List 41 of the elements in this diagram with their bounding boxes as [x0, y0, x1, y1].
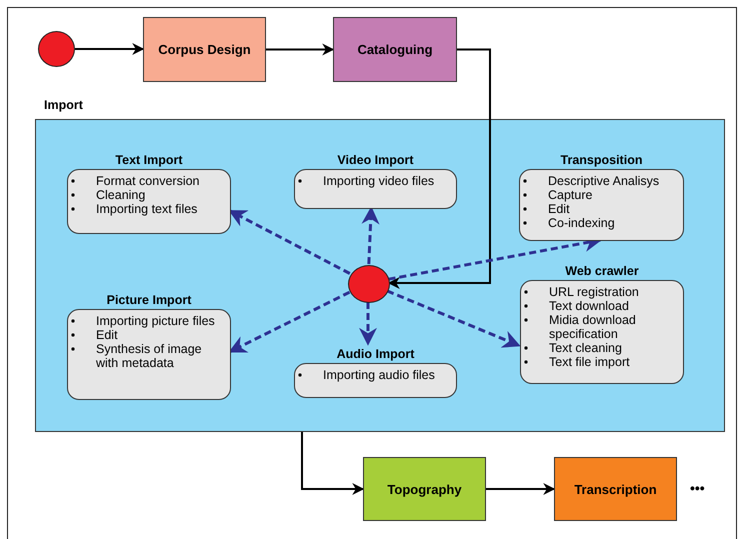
list-item: Format conversion [96, 174, 200, 188]
list-item: Text cleaning [549, 341, 622, 355]
process-box: Cataloguing [333, 17, 457, 82]
list-item: Text download [549, 299, 629, 313]
list-item: Importing video files [323, 174, 434, 188]
arrow [388, 48, 491, 289]
circle-node [348, 265, 390, 303]
process-box: Corpus Design [143, 17, 266, 82]
process-box: Topography [363, 457, 486, 521]
arrow [386, 290, 521, 348]
card-heading: Picture Import [106, 293, 192, 307]
list-item: Importing picture files [96, 314, 215, 328]
list-item: Edit [96, 328, 118, 342]
list-item: Edit [548, 202, 570, 216]
card-heading: Transposition [560, 153, 644, 167]
card-heading: Video Import [336, 153, 415, 167]
arrow [266, 44, 334, 56]
arrow [358, 302, 377, 346]
arrow [228, 210, 350, 275]
arrow [75, 43, 144, 55]
ellipsis: ••• [690, 480, 705, 496]
arrow [301, 432, 364, 495]
circle-node [38, 31, 75, 67]
process-box: Transcription [554, 457, 677, 521]
list-item: Capture [548, 188, 592, 202]
card-heading: Text Import [114, 153, 184, 167]
list-item: Cleaning [96, 188, 146, 202]
list-item: Co-indexing [548, 216, 615, 230]
arrow [362, 206, 380, 264]
list-item: Descriptive Analisys [548, 174, 660, 188]
arrow [228, 290, 350, 354]
group-heading: Import [44, 98, 83, 112]
arrow [486, 483, 556, 495]
card-heading: Audio Import [336, 347, 416, 361]
list-item: Text file import [549, 355, 630, 369]
list-item: Importing audio files [323, 368, 435, 382]
list-item: URL registration [549, 285, 639, 299]
list-item: Synthesis of image with metadata [96, 342, 202, 370]
list-item: Importing text files [96, 202, 198, 216]
card-heading: Web crawler [564, 264, 640, 278]
list-item: Midia download specification [549, 313, 636, 341]
